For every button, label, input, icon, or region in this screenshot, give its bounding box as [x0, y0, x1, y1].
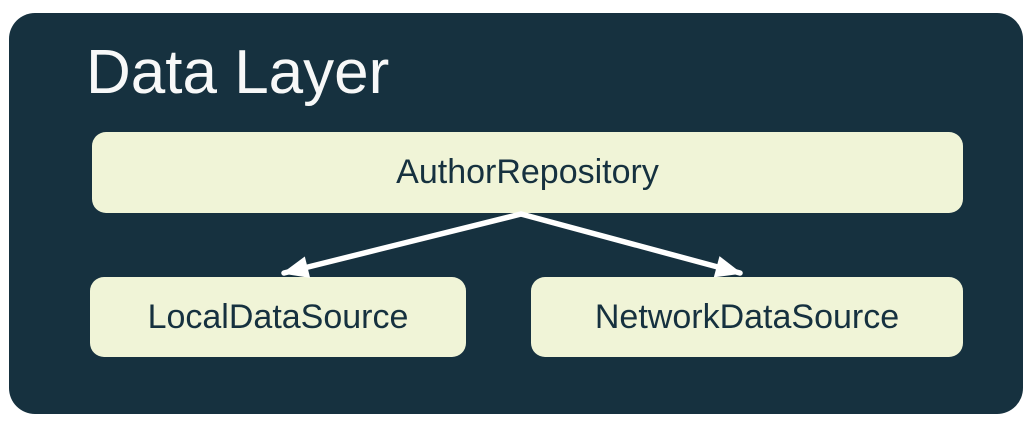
- node-network-data-source: NetworkDataSource: [531, 277, 963, 357]
- node-local-data-source: LocalDataSource: [90, 277, 466, 357]
- node-local-data-source-label: LocalDataSource: [147, 297, 409, 336]
- diagram-title: Data Layer: [86, 38, 390, 107]
- node-author-repository-label: AuthorRepository: [396, 153, 659, 191]
- node-network-data-source-label: NetworkDataSource: [594, 297, 900, 336]
- node-author-repository: AuthorRepository: [92, 132, 963, 213]
